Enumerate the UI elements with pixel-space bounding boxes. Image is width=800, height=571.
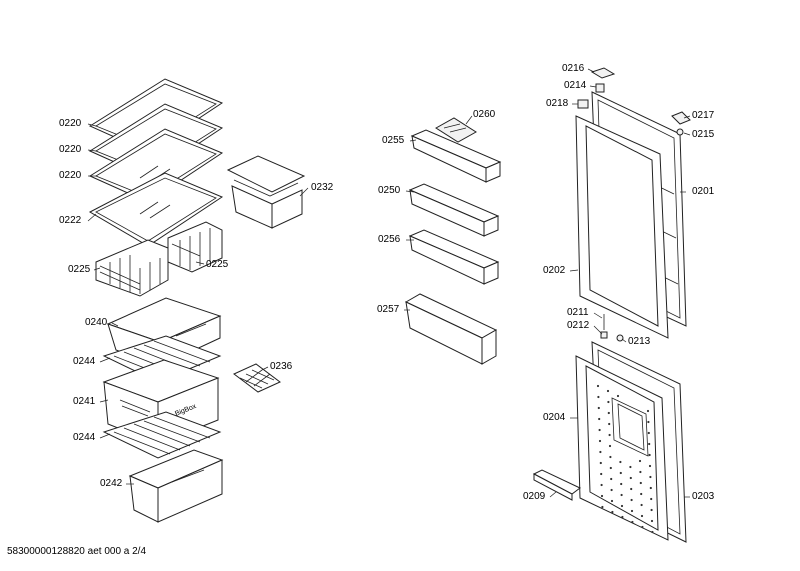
ice-tray [233, 363, 281, 393]
label-0220-c: 0220 [59, 170, 82, 181]
door-shelf-0256 [408, 229, 500, 285]
footer-document-id: 58300000128820 aet 000 a 2/4 [7, 546, 147, 557]
label-0213: 0213 [628, 336, 651, 347]
door-shelf-0255 [410, 129, 502, 183]
label-0232: 0232 [311, 182, 334, 193]
lower-door-dot-pattern [596, 384, 654, 534]
label-0242: 0242 [100, 478, 123, 489]
label-0211: 0211 [567, 307, 589, 318]
label-0215: 0215 [692, 129, 715, 140]
label-0250: 0250 [378, 185, 401, 196]
label-0204: 0204 [543, 412, 566, 423]
label-0236: 0236 [270, 361, 293, 372]
shelf-cover-0260 [435, 117, 477, 143]
glass-shelf-4 [88, 172, 224, 247]
label-0212: 0212 [567, 320, 590, 331]
label-0217: 0217 [692, 110, 715, 121]
label-0203: 0203 [692, 491, 715, 502]
hinge-screws [600, 314, 624, 342]
label-0220-a: 0220 [59, 118, 82, 129]
label-0255: 0255 [382, 135, 405, 146]
label-0225-b: 0225 [206, 259, 229, 270]
basket-right [167, 221, 223, 273]
label-0225-a: 0225 [68, 264, 91, 275]
label-0220-b: 0220 [59, 144, 82, 155]
drawer-0242 [128, 449, 224, 523]
leader-lines [87, 68, 691, 498]
lower-door-gasket-0204 [575, 355, 669, 541]
door-shelf-0250 [408, 183, 500, 237]
label-0214: 0214 [564, 80, 587, 91]
box-0232 [226, 155, 306, 229]
label-0218: 0218 [546, 98, 569, 109]
label-0241: 0241 [73, 396, 96, 407]
label-0244-b: 0244 [73, 432, 96, 443]
label-0244-a: 0244 [73, 356, 96, 367]
label-0257: 0257 [377, 304, 400, 315]
label-0202: 0202 [543, 265, 566, 276]
handle-0209 [532, 469, 581, 501]
basket-left [95, 239, 169, 297]
label-0222: 0222 [59, 215, 82, 226]
label-0260: 0260 [473, 109, 496, 120]
label-0209: 0209 [523, 491, 546, 502]
hinge-parts-top [577, 67, 691, 136]
door-shelf-0257 [404, 293, 498, 365]
label-0216: 0216 [562, 63, 585, 74]
label-0256: 0256 [378, 234, 401, 245]
label-0240: 0240 [85, 317, 108, 328]
label-0201: 0201 [692, 186, 715, 197]
grid-shelf-b [102, 411, 222, 459]
upper-door-gasket-0202 [575, 115, 669, 339]
